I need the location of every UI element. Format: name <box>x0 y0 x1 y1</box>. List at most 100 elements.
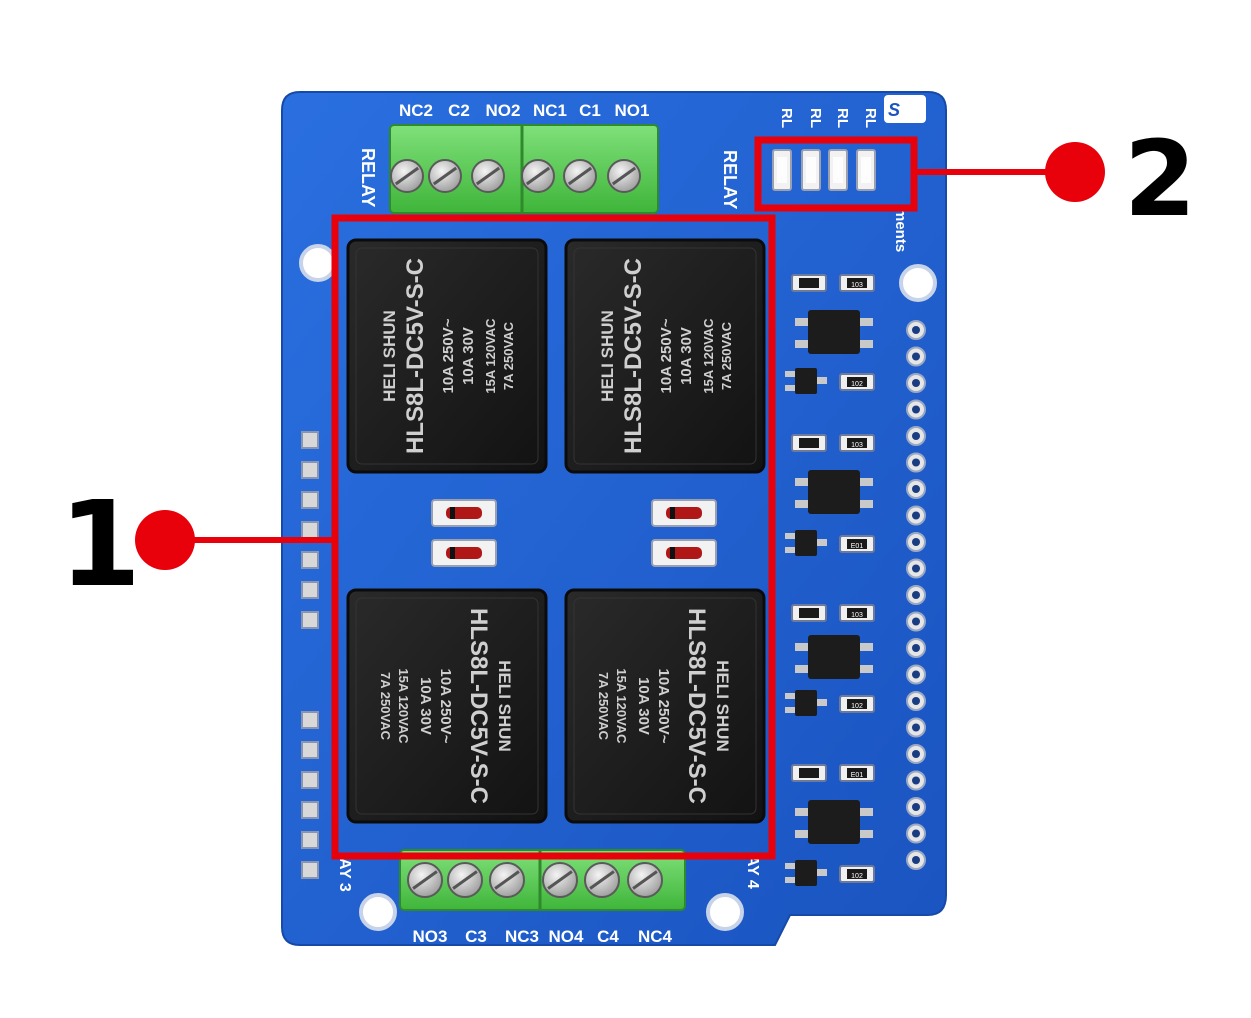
header-pins-right <box>906 320 926 870</box>
header-pin <box>906 373 926 393</box>
header-pin <box>301 521 319 539</box>
header-pin <box>906 479 926 499</box>
optocoupler <box>795 310 873 354</box>
header-pin <box>906 717 926 738</box>
header-pin <box>301 431 319 449</box>
relay-brand: HELI SHUN <box>598 310 617 402</box>
header-pin <box>301 551 319 569</box>
relay-rating-ul1: 15A 120VAC <box>614 668 629 744</box>
header-pin <box>301 461 319 479</box>
terminal-screw <box>584 862 620 898</box>
header-pin <box>906 850 926 870</box>
header-pin <box>906 585 926 605</box>
terminal-label-top: NC2 <box>399 101 433 120</box>
header-pin <box>906 558 926 579</box>
mounting-holes <box>299 244 937 931</box>
terminal-label-top: NO1 <box>615 101 650 120</box>
relay-rating-ul2: 7A 250VAC <box>378 672 393 741</box>
terminal-label-bottom: C4 <box>597 927 619 946</box>
header-pin <box>906 611 926 632</box>
smd-resistor: 103 <box>839 604 875 622</box>
terminal-screw <box>489 862 525 898</box>
svg-text:102: 102 <box>851 703 863 710</box>
header-pin <box>906 399 926 420</box>
led-label: RL <box>862 108 879 128</box>
silkscreen-relay-bottom-left: AY 3 <box>336 858 353 892</box>
header-pin <box>906 770 926 791</box>
status-leds <box>772 149 876 191</box>
relay-rating-ul2: 7A 250VAC <box>501 321 516 390</box>
header-pin <box>301 711 319 729</box>
relay-model: HLS8L-DC5V-S-C <box>683 608 710 804</box>
relay-model: HLS8L-DC5V-S-C <box>465 608 492 804</box>
smd-resistor <box>791 764 827 782</box>
header-pin <box>906 664 926 685</box>
header-pin <box>906 638 926 658</box>
terminal-label-bottom: NO4 <box>549 927 585 946</box>
header-pin <box>906 744 926 764</box>
svg-text:103: 103 <box>851 442 863 449</box>
smd-resistor: 103 <box>839 274 875 292</box>
callout-1: 1 <box>59 214 776 860</box>
callout-1-number: 1 <box>59 475 141 613</box>
silkscreen-relay-left: RELAY <box>358 148 378 207</box>
relay-brand: HELI SHUN <box>380 310 399 402</box>
terminal-screw <box>471 159 505 193</box>
terminal-label-top: NO2 <box>486 101 521 120</box>
relay-rating-ul1: 15A 120VAC <box>483 318 498 394</box>
smd-resistor: E01 <box>839 535 875 553</box>
smd-resistor <box>791 434 827 452</box>
relay-rating-ul1: 15A 120VAC <box>701 318 716 394</box>
header-pin <box>906 797 926 817</box>
optocoupler <box>795 800 873 844</box>
terminal-label-bottom: C3 <box>465 927 487 946</box>
smd-resistor: E01 <box>839 764 875 782</box>
svg-text:103: 103 <box>851 282 863 289</box>
brand-text: ments <box>892 208 909 252</box>
header-pin <box>301 771 319 789</box>
relay-rating-dc: 10A 30V <box>417 677 434 735</box>
silkscreen-relay-bottom-right: AY 4 <box>744 855 761 889</box>
flyback-diodes <box>431 499 717 567</box>
diode <box>651 539 717 567</box>
terminal-block-bottom <box>399 849 686 911</box>
optocoupler <box>795 635 873 679</box>
terminal-block-top <box>389 124 659 214</box>
header-pin <box>906 426 926 446</box>
terminal-label-top: NC1 <box>533 101 567 120</box>
silkscreen-relay-right: RELAY <box>720 150 740 209</box>
header-pin <box>906 532 926 552</box>
terminal-screw <box>627 862 663 898</box>
header-pin <box>301 581 319 599</box>
terminal-label-top: C1 <box>579 101 601 120</box>
terminal-label-top: C2 <box>448 101 470 120</box>
relay-rating-ac: 10A 250V~ <box>658 318 675 393</box>
header-pin <box>301 831 319 849</box>
header-pin <box>906 823 926 844</box>
smd-resistor: 103 <box>839 434 875 452</box>
header-pin <box>301 491 319 509</box>
relay-rating-dc: 10A 30V <box>678 327 695 385</box>
terminal-label-bottom: NO3 <box>413 927 448 946</box>
terminal-screw <box>447 862 483 898</box>
status-led <box>856 149 876 191</box>
diode <box>431 539 497 567</box>
optocoupler <box>795 470 873 514</box>
smd-resistor <box>791 274 827 292</box>
led-label: RL <box>807 108 824 128</box>
relay-rating-ul1: 15A 120VAC <box>396 668 411 744</box>
terminal-labels-top: NC2 C2 NO2 NC1 C1 NO1 <box>399 101 649 120</box>
terminal-screw <box>563 159 597 193</box>
smd-resistor <box>791 604 827 622</box>
diode <box>431 499 497 527</box>
relay-model: HLS8L-DC5V-S-C <box>620 258 647 454</box>
smd-resistor: 102 <box>839 865 875 883</box>
terminal-screw <box>521 159 555 193</box>
relay-rating-ac: 10A 250V~ <box>655 669 672 744</box>
